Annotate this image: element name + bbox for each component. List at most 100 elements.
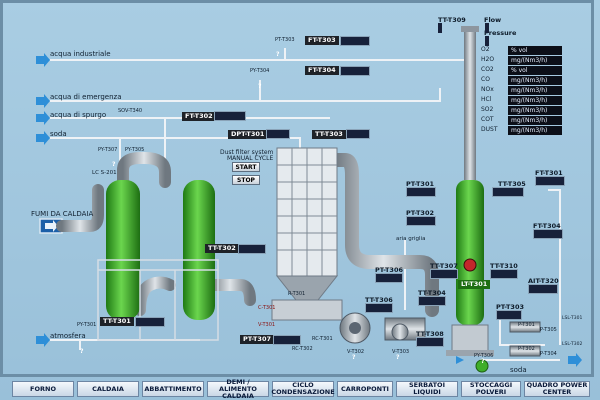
tag-rc-t301: RC-T301 xyxy=(312,336,333,342)
tag-tt-t309[interactable]: TT-T309 xyxy=(438,16,466,24)
nav-carroponti[interactable]: CARROPONTI xyxy=(337,381,393,397)
analyzer-unit-value: mg/(Nm3/h) xyxy=(508,76,562,85)
analyzer-unit-value: mg/(Nm3/h) xyxy=(508,56,562,65)
tag-tt-t308[interactable]: TT-T308 xyxy=(416,330,444,338)
tt-t301-value xyxy=(135,317,165,327)
tag-ft-t301[interactable]: FT-T301 xyxy=(535,169,563,177)
pt-t307-value xyxy=(273,335,301,345)
analyzer-gas-label: DUST xyxy=(481,126,498,133)
nav-stoccaggi-polveri[interactable]: STOCCAGGI POLVERI xyxy=(461,381,521,397)
pt-t301-value xyxy=(406,187,436,197)
tag-ft-t303[interactable]: FT-T303 xyxy=(305,36,339,45)
tag-pt-t303[interactable]: PT-T303 xyxy=(496,303,524,311)
placeholder-mark: ? xyxy=(352,354,356,361)
start-button[interactable]: START xyxy=(232,162,260,172)
ft-t302-value xyxy=(214,111,246,121)
nav-serbatoi-liquidi[interactable]: SERBATOI LIQUIDI xyxy=(396,381,458,397)
tag-ft-t304-top[interactable]: FT-T304 xyxy=(305,66,339,75)
nav-abbattimento[interactable]: ABBATTIMENTO xyxy=(142,381,204,397)
nav-forno[interactable]: FORNO xyxy=(12,381,74,397)
analyzer-unit-value: mg/(Nm3/h) xyxy=(508,126,562,135)
industrial-water-label: acqua industriale xyxy=(50,50,111,58)
tag-pt-t306[interactable]: PT-T306 xyxy=(375,266,403,274)
tt-t303-value xyxy=(346,129,370,139)
tag-pt-t302[interactable]: PT-T302 xyxy=(406,209,434,217)
tag-tt-t306[interactable]: TT-T306 xyxy=(365,296,393,304)
tag-lc-s201: LC S-201 xyxy=(92,170,117,176)
placeholder-mark: ? xyxy=(80,348,84,355)
tag-lsl-t302: LSL-T302 xyxy=(562,342,583,347)
tag-tt-t310[interactable]: TT-T310 xyxy=(490,262,518,270)
nav-caldaia[interactable]: CALDAIA xyxy=(77,381,139,397)
analyzer-gas-label: CO xyxy=(481,76,490,83)
pt-t306-value xyxy=(375,273,403,283)
placeholder-mark: ? xyxy=(396,354,400,361)
analyzer-unit-value: mg/(Nm3/h) xyxy=(508,106,562,115)
tag-py-t307: PY-T307 xyxy=(98,147,118,153)
placeholder-mark: ? xyxy=(276,51,280,58)
screen-frame xyxy=(0,0,594,377)
pt-t303-value xyxy=(496,310,522,320)
dust-filter xyxy=(271,147,343,321)
dust-filter-title: Dust filter system xyxy=(220,149,274,156)
analyzer-gas-label: HCl xyxy=(481,96,492,103)
tag-p-t304: P-T304 xyxy=(540,351,557,357)
tag-sov-t340: SOV-T340 xyxy=(118,108,143,114)
placeholder-mark: ? xyxy=(258,83,262,90)
analyzer-unit-value: % vol xyxy=(508,46,562,55)
stop-button[interactable]: STOP xyxy=(232,175,260,185)
dpt-t301-value xyxy=(266,129,290,139)
tag-v-t301: V-T301 xyxy=(258,322,276,328)
flue-ducts xyxy=(56,152,439,317)
tag-dpt-t301[interactable]: DPT-T301 xyxy=(228,130,268,139)
analyzer-unit-value: % vol xyxy=(508,66,562,75)
tag-tt-t301[interactable]: TT-T301 xyxy=(100,317,134,326)
nav-quadro-power-center[interactable]: QUADRO POWER CENTER xyxy=(524,381,590,397)
tt-t307-value xyxy=(430,269,458,279)
tag-tt-t307[interactable]: TT-T307 xyxy=(430,262,458,270)
analyzer-unit-value: mg/(Nm3/h) xyxy=(508,86,562,95)
tag-ft-t304[interactable]: FT-T304 xyxy=(533,222,561,230)
soda-label: soda xyxy=(50,130,67,138)
tag-tt-t302[interactable]: TT-T302 xyxy=(205,244,239,253)
tag-pt-t301[interactable]: PT-T301 xyxy=(406,180,434,188)
tag-tt-t305[interactable]: TT-T305 xyxy=(498,180,526,188)
ft-t304-top-value xyxy=(340,66,370,76)
tt-t310-value xyxy=(490,269,518,279)
tag-lt-t301[interactable]: LT-T301 xyxy=(458,280,491,289)
tag-tt-t303[interactable]: TT-T303 xyxy=(312,130,346,139)
stack xyxy=(446,26,494,356)
tag-py-t301: PY-T301 xyxy=(77,322,97,328)
tt-t308-value xyxy=(416,337,444,347)
ait-t320-value xyxy=(528,284,558,294)
tag-rc-t302: RC-T302 xyxy=(292,346,313,352)
emergency-water-label: acqua di emergenza xyxy=(50,93,122,101)
pt-t302-value xyxy=(406,216,436,226)
tag-py-t304: PY-T304 xyxy=(250,68,270,74)
tag-tt-t304[interactable]: TT-T304 xyxy=(418,289,446,297)
tag-p-t301: P-T301 xyxy=(518,322,535,328)
tag-lsl-t301: LSL-T301 xyxy=(562,316,583,321)
analyzer-gas-label: COT xyxy=(481,116,494,123)
tt-t302-value xyxy=(238,244,266,254)
analyzer-gas-label: CO2 xyxy=(481,66,494,73)
dust-filter-mode: MANUAL CYCLE xyxy=(227,155,274,162)
drain-water-label: acqua di spurgo xyxy=(50,111,107,119)
flow-bar xyxy=(485,23,489,33)
tag-r-t301: R-T301 xyxy=(288,291,306,297)
tag-pt-t307[interactable]: PT-T307 xyxy=(240,335,274,344)
analyzer-gas-label: SO2 xyxy=(481,106,494,113)
nav-demi-alimento[interactable]: DEMI / ALIMENTO CALDAIA xyxy=(207,378,269,399)
ft-t303-value xyxy=(340,36,370,46)
tt-t309-bar xyxy=(438,23,442,33)
tag-v-t303: V-T303 xyxy=(392,349,410,355)
placeholder-mark: ? xyxy=(112,161,116,168)
ft-t301-value xyxy=(535,176,565,186)
analyzer-unit-value: mg/(Nm3/h) xyxy=(508,116,562,125)
tag-ait-t320[interactable]: AIT-T320 xyxy=(528,277,559,285)
tt-t306-value xyxy=(365,303,393,313)
nav-ciclo-condensazione[interactable]: CICLO CONDENSAZIONE xyxy=(271,381,335,397)
tag-ft-t302[interactable]: FT-T302 xyxy=(182,112,216,121)
soda-bottom-label: soda xyxy=(510,366,527,374)
